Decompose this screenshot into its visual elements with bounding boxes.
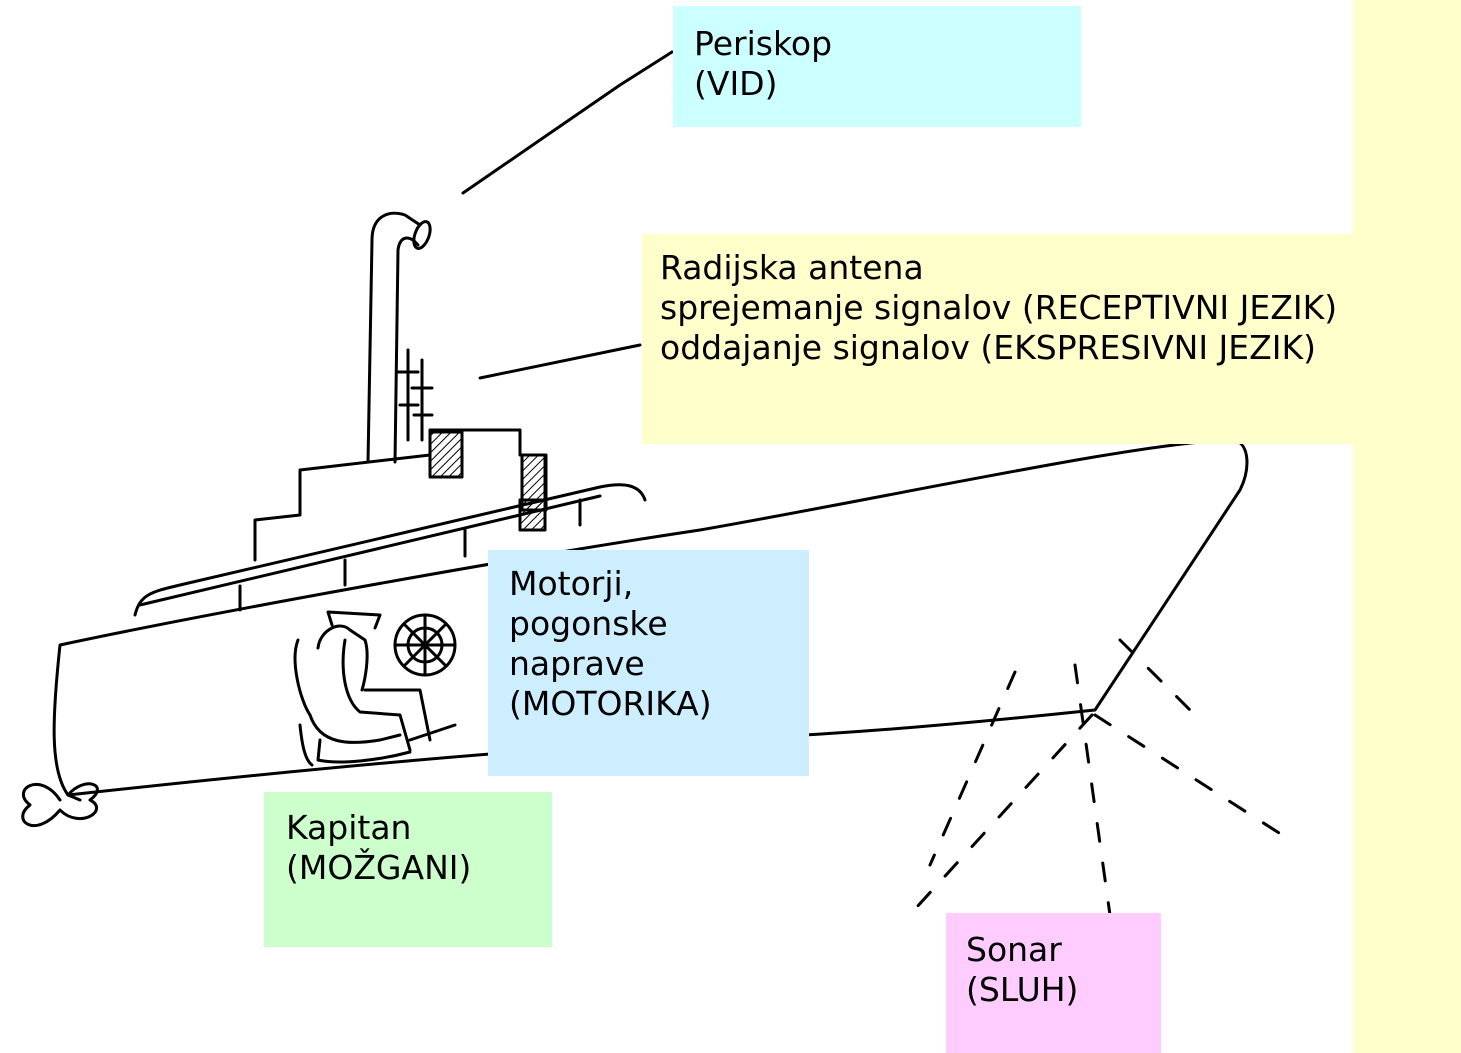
antenna-label: Radijska antena sprejemanje signalov (RE… <box>642 234 1460 444</box>
captain-label-line2: (MOŽGANI) <box>286 848 472 887</box>
engines-label-line1: Motorji, <box>509 564 634 603</box>
periscope-label-line2: (VID) <box>694 64 778 103</box>
antenna-label-line2: sprejemanje signalov (RECEPTIVNI JEZIK) <box>660 288 1338 327</box>
sonar-label-line2: (SLUH) <box>966 970 1079 1009</box>
engines-label-line2: pogonske <box>509 604 668 643</box>
antenna-masts <box>396 348 434 442</box>
captain-label-line1: Kapitan <box>286 808 412 847</box>
sonar-label-line1: Sonar <box>966 930 1062 969</box>
sonar-label: Sonar (SLUH) <box>946 913 1161 1053</box>
captain-figure <box>293 610 457 767</box>
periscope-label: Periskop (VID) <box>673 6 1081 127</box>
engines-label-line3: naprave <box>509 644 645 683</box>
right-side-strip <box>1353 0 1461 1053</box>
captain-label: Kapitan (MOŽGANI) <box>264 792 552 947</box>
propeller <box>21 782 99 828</box>
periscope-label-line1: Periskop <box>694 24 833 63</box>
conning-tower <box>253 428 547 562</box>
engines-label-line4: (MOTORIKA) <box>509 684 712 723</box>
antenna-label-line1: Radijska antena <box>660 248 924 287</box>
deck-rail <box>133 483 647 617</box>
sonar-beams <box>903 638 1292 922</box>
antenna-pointer-line <box>478 343 642 380</box>
periscope-pointer-line <box>461 50 674 195</box>
antenna-label-line3: oddajanje signalov (EKSPRESIVNI JEZIK) <box>660 328 1316 367</box>
engines-label: Motorji, pogonske naprave (MOTORIKA) <box>488 550 809 776</box>
periscope-tube <box>366 211 422 464</box>
